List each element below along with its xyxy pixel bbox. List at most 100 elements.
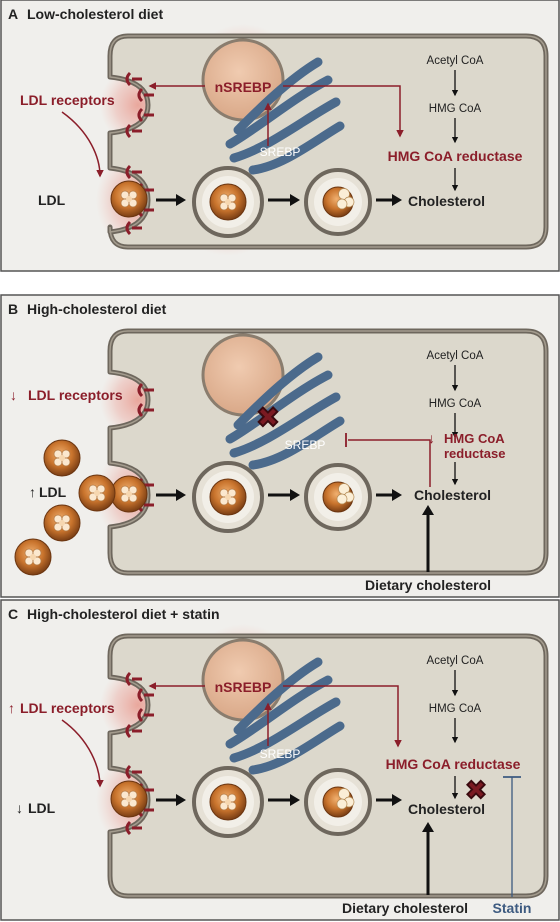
arrow-endosome-to-lysosome-head: [290, 489, 300, 501]
dietary-arrow-head: [422, 822, 434, 832]
arrow-nsrebp-to-reductase: [283, 685, 402, 748]
er-cisterna: [248, 121, 345, 175]
down-arrow-reductase: ↓: [428, 430, 435, 446]
dietary-arrow-head: [422, 505, 434, 515]
up-arrow-receptors: ↑: [8, 700, 15, 716]
ldl-receptor-cup: [125, 220, 132, 236]
cholesterol-label: Cholesterol: [408, 193, 485, 209]
nsrebp-label: nSREBP: [215, 679, 272, 695]
ldl-in-endosome: [209, 478, 247, 516]
ldl-receptor-cup: [125, 671, 132, 687]
ldl-label: LDL: [39, 484, 67, 500]
arrow-pit-to-endosome-head: [176, 794, 186, 806]
ldl-in-endosome: [209, 783, 247, 821]
cholesterol-label: Cholesterol: [408, 801, 485, 817]
cholesterol-label: Cholesterol: [414, 487, 491, 503]
down-arrow-ldl: ↓: [16, 800, 23, 816]
er-cisterna: [233, 352, 323, 430]
arrow-lysosome-to-cholesterol-head: [392, 489, 402, 501]
srebp-label: SREBP: [285, 438, 326, 452]
er-cisterna: [233, 657, 323, 735]
ldl-receptor-cup: [125, 723, 132, 739]
arrow-pit-to-endosome-head: [176, 194, 186, 206]
ldl-receptor-cup: [125, 820, 132, 836]
er-cisterna: [248, 416, 345, 470]
er-cisterna: [248, 721, 345, 775]
ldl-in-pit: [110, 780, 148, 818]
block-x: ✖: [256, 402, 279, 433]
block-x: ✖: [465, 775, 487, 805]
dietary-cholesterol-label: Dietary cholesterol: [365, 577, 491, 593]
panel-letter: C: [8, 606, 18, 622]
ldl-receptor-cup: [137, 402, 144, 418]
er-cisterna: [233, 57, 323, 135]
lysosome-content: [322, 786, 355, 818]
hmg-coa-reductase-label: HMG CoA: [444, 431, 505, 446]
down-arrow-receptors: ↓: [10, 387, 17, 403]
arrow-receptor-recycling: [61, 111, 104, 178]
ldl-receptors-label: LDL receptors: [28, 387, 123, 403]
cell-membrane-inner: [109, 330, 547, 574]
extracellular-ldl: [14, 538, 52, 576]
hmg-coa-label: HMG CoA: [429, 703, 482, 715]
hmg-coa-label: HMG CoA: [429, 103, 482, 115]
panel-title: High-cholesterol diet + statin: [27, 606, 220, 622]
ldl-receptor-cup: [137, 687, 144, 703]
ldl-receptor-cup: [125, 164, 132, 180]
er-cisterna: [229, 697, 341, 763]
panel-letter: A: [8, 6, 18, 22]
extracellular-ldl: [43, 504, 81, 542]
acetyl-coa-label: Acetyl CoA: [427, 655, 484, 667]
nsrebp-label: nSREBP: [215, 79, 272, 95]
arrow-pit-to-endosome-head: [176, 489, 186, 501]
ldl-label: LDL: [28, 800, 56, 816]
ldl-label: LDL: [38, 192, 66, 208]
ldl-receptor-cup: [137, 382, 144, 398]
er-stack: [225, 57, 345, 175]
ldl-receptor-cup: [125, 764, 132, 780]
inhibition-line: [348, 439, 431, 487]
lysosome-content: [322, 186, 355, 218]
arrow-nsrebp-to-reductase: [283, 85, 404, 138]
hmg-coa-reductase-label: HMG CoA reductase: [388, 148, 523, 164]
arrow-lysosome-to-cholesterol-head: [392, 194, 402, 206]
ldl-in-endosome: [209, 183, 247, 221]
ldl-receptors-label: LDL receptors: [20, 700, 115, 716]
acetyl-coa-label: Acetyl CoA: [427, 55, 484, 67]
arrow-endosome-to-lysosome-head: [290, 194, 300, 206]
lysosome-content: [322, 481, 355, 513]
ldl-receptors-label: LDL receptors: [20, 92, 115, 108]
reductase-label: reductase: [444, 446, 505, 461]
statin-label: Statin: [493, 900, 532, 916]
er-cisterna: [229, 97, 341, 163]
ldl-receptor-cup: [137, 87, 144, 103]
ldl-in-pit: [110, 180, 148, 218]
ldl-receptor-cup: [125, 123, 132, 139]
srebp-label: SREBP: [260, 747, 301, 761]
arrow-receptor-recycling: [61, 719, 104, 788]
srebp-label: SREBP: [260, 145, 301, 159]
panel-title: Low-cholesterol diet: [27, 6, 163, 22]
up-arrow-ldl: ↑: [29, 484, 36, 500]
er-stack: [225, 352, 345, 470]
ldl-receptor-cup: [137, 707, 144, 723]
ldl-receptor-cup: [137, 107, 144, 123]
hmg-coa-reductase-label: HMG CoA reductase: [386, 756, 521, 772]
panel-letter: B: [8, 301, 18, 317]
extracellular-ldl: [43, 439, 81, 477]
dietary-cholesterol-label: Dietary cholesterol: [342, 900, 468, 916]
acetyl-coa-label: Acetyl CoA: [427, 350, 484, 362]
extracellular-ldl: [78, 474, 116, 512]
panel-title: High-cholesterol diet: [27, 301, 167, 317]
er-stack: [225, 657, 345, 775]
er-cisterna: [229, 392, 341, 458]
arrow-endosome-to-lysosome-head: [290, 794, 300, 806]
arrow-lysosome-to-cholesterol-head: [392, 794, 402, 806]
ldl-receptor-cup: [125, 71, 132, 87]
ldl-in-pit: [110, 475, 148, 513]
hmg-coa-label: HMG CoA: [429, 398, 482, 410]
